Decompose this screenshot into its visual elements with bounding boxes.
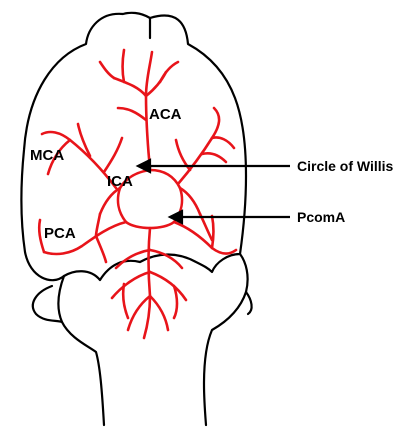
aca-branch <box>100 62 114 78</box>
label-circle-of-willis: Circle of Willis <box>297 158 394 174</box>
hindbrain-outline-right <box>204 254 248 425</box>
mca-branch <box>202 153 226 162</box>
label-aca: ACA <box>149 106 182 123</box>
aca-branch <box>160 62 178 82</box>
hindbrain-branch <box>150 250 182 268</box>
label-pcoma: PcomA <box>297 209 345 225</box>
basilar-artery <box>144 228 150 338</box>
hindbrain-branch <box>150 272 186 300</box>
vessel-network <box>39 50 236 338</box>
mca-branch <box>104 138 122 172</box>
label-mca: MCA <box>30 147 64 164</box>
label-ica: ICA <box>107 173 133 190</box>
mca-branch <box>212 137 234 148</box>
hindbrain-branch <box>174 286 177 318</box>
label-pca: PCA <box>44 225 76 242</box>
brain-outline <box>21 13 251 425</box>
aca-branch <box>114 78 146 96</box>
aca-branch <box>123 50 125 82</box>
hindbrain-branch <box>123 284 128 318</box>
hindbrain-outline <box>58 276 104 425</box>
pca-branch <box>96 236 106 262</box>
hindbrain-branch <box>112 272 150 298</box>
cerebellum-right <box>246 292 252 314</box>
pca-branch <box>212 216 214 248</box>
annotation-arrows <box>138 160 290 223</box>
mca-vessel-right <box>178 108 219 184</box>
circle-of-willis-arrowhead <box>138 160 150 172</box>
hindbrain-branch <box>150 296 168 330</box>
aca-branch <box>118 108 146 120</box>
pcoma-arrowhead <box>170 211 182 223</box>
